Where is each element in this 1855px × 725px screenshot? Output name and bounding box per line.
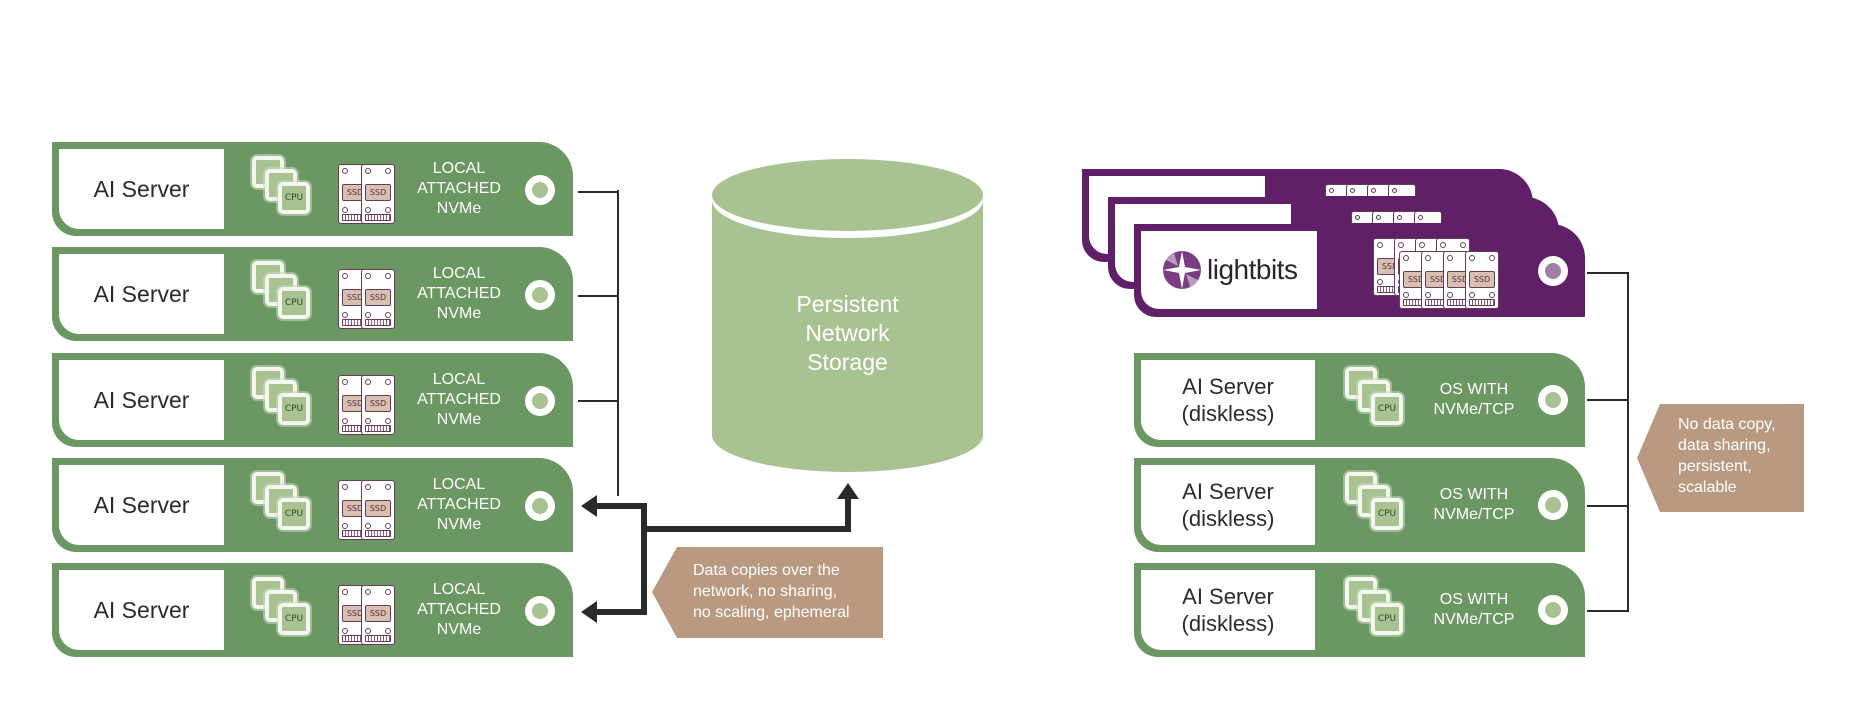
cpu-label: CPU — [284, 509, 304, 519]
storage-label-line-2: Network — [805, 320, 890, 346]
lightbits-logo-panel: lightbits — [1141, 231, 1317, 309]
cpu-label: CPU — [284, 614, 304, 624]
arrowhead-server-4 — [581, 495, 597, 517]
cpu-chip-icon: CPU — [278, 182, 310, 214]
network-port-icon — [525, 386, 555, 416]
ssd-drive-icon: SSD — [361, 164, 395, 224]
storage-label-line-3: Storage — [807, 349, 888, 375]
lightbits-logo-icon — [1163, 251, 1201, 289]
cpu-label: CPU — [1377, 404, 1397, 414]
network-port-icon — [525, 491, 555, 521]
network-port-icon — [525, 175, 555, 205]
server-label: AI Server(diskless) — [1141, 465, 1315, 545]
network-port-icon — [1538, 595, 1568, 625]
lightbits-logo-text: lightbits — [1207, 254, 1298, 285]
cpu-label: CPU — [284, 404, 304, 414]
cpu-chip-icon: CPU — [1371, 498, 1403, 530]
left-bracket-tick-2 — [578, 295, 619, 297]
server-label: AI Server(diskless) — [1141, 360, 1315, 440]
right-bracket-tick-lightbits — [1587, 272, 1629, 274]
left-bracket-tick-3 — [578, 400, 619, 402]
cpu-chip-icon: CPU — [278, 287, 310, 319]
server-label: AI Server — [59, 570, 224, 650]
ssd-drive-icon: SSD — [1465, 251, 1499, 309]
left-callout-line-3: no scaling, ephemeral — [693, 604, 850, 621]
cpu-chip-icon: CPU — [1371, 603, 1403, 635]
left-callout-line-1: Data copies over the — [693, 562, 840, 579]
right-callout-line-1: No data copy, — [1678, 416, 1776, 433]
right-callout-shape — [1637, 404, 1804, 512]
arrowhead-server-5 — [581, 601, 597, 623]
cpu-label: CPU — [284, 298, 304, 308]
left-callout-shape — [652, 547, 883, 638]
lightbits-node-front: lightbits — [1134, 224, 1585, 317]
ssd-drive-icon — [1388, 184, 1416, 196]
right-bracket-tick-3 — [1587, 610, 1629, 612]
server-label: AI Server — [59, 254, 224, 334]
cpu-chip-icon: CPU — [278, 498, 310, 530]
storage-cylinder — [712, 159, 983, 472]
ssd-drive-icon: SSD — [361, 585, 395, 645]
right-callout-line-4: scalable — [1678, 479, 1737, 496]
arrow-line-to-server-4 — [596, 503, 647, 615]
cpu-label: CPU — [284, 193, 304, 203]
ssd-drive-icon: SSD — [361, 480, 395, 540]
network-port-icon — [1538, 490, 1568, 520]
storage-label-line-1: Persistent — [796, 291, 899, 317]
left-bracket-vertical — [617, 190, 619, 496]
network-port-icon — [1538, 385, 1568, 415]
server-label: AI Server(diskless) — [1141, 570, 1315, 650]
lightbits-port — [1538, 256, 1568, 286]
right-callout-text: No data copy, data sharing, persistent, … — [1678, 414, 1803, 498]
left-callout-line-2: network, no sharing, — [693, 583, 838, 600]
ssd-drive-icon: SSD — [361, 375, 395, 435]
right-bracket-vertical — [1627, 272, 1629, 612]
left-bracket-tick-1 — [578, 191, 619, 193]
network-port-icon — [525, 596, 555, 626]
right-callout-line-2: data sharing, — [1678, 437, 1771, 454]
cpu-chip-icon: CPU — [278, 393, 310, 425]
storage-label: Persistent Network Storage — [712, 290, 983, 377]
cpu-chip-icon: CPU — [278, 603, 310, 635]
cylinder-top — [712, 159, 983, 231]
cpu-chip-icon: CPU — [1371, 393, 1403, 425]
right-bracket-tick-1 — [1587, 399, 1629, 401]
cylinder-body — [712, 198, 983, 472]
network-port-icon — [525, 280, 555, 310]
cpu-label: CPU — [1377, 509, 1397, 519]
server-label: AI Server — [59, 465, 224, 545]
ssd-drive-icon: SSD — [361, 269, 395, 329]
arrowhead-storage — [837, 483, 859, 499]
server-label: AI Server — [59, 360, 224, 440]
right-callout-line-3: persistent, — [1678, 458, 1752, 475]
cpu-label: CPU — [1377, 614, 1397, 624]
right-bracket-tick-2 — [1587, 505, 1629, 507]
left-callout-text: Data copies over the network, no sharing… — [693, 560, 878, 623]
ssd-drive-icon — [1414, 211, 1442, 223]
arrow-line-to-storage — [644, 498, 851, 532]
server-label: AI Server — [59, 149, 224, 229]
